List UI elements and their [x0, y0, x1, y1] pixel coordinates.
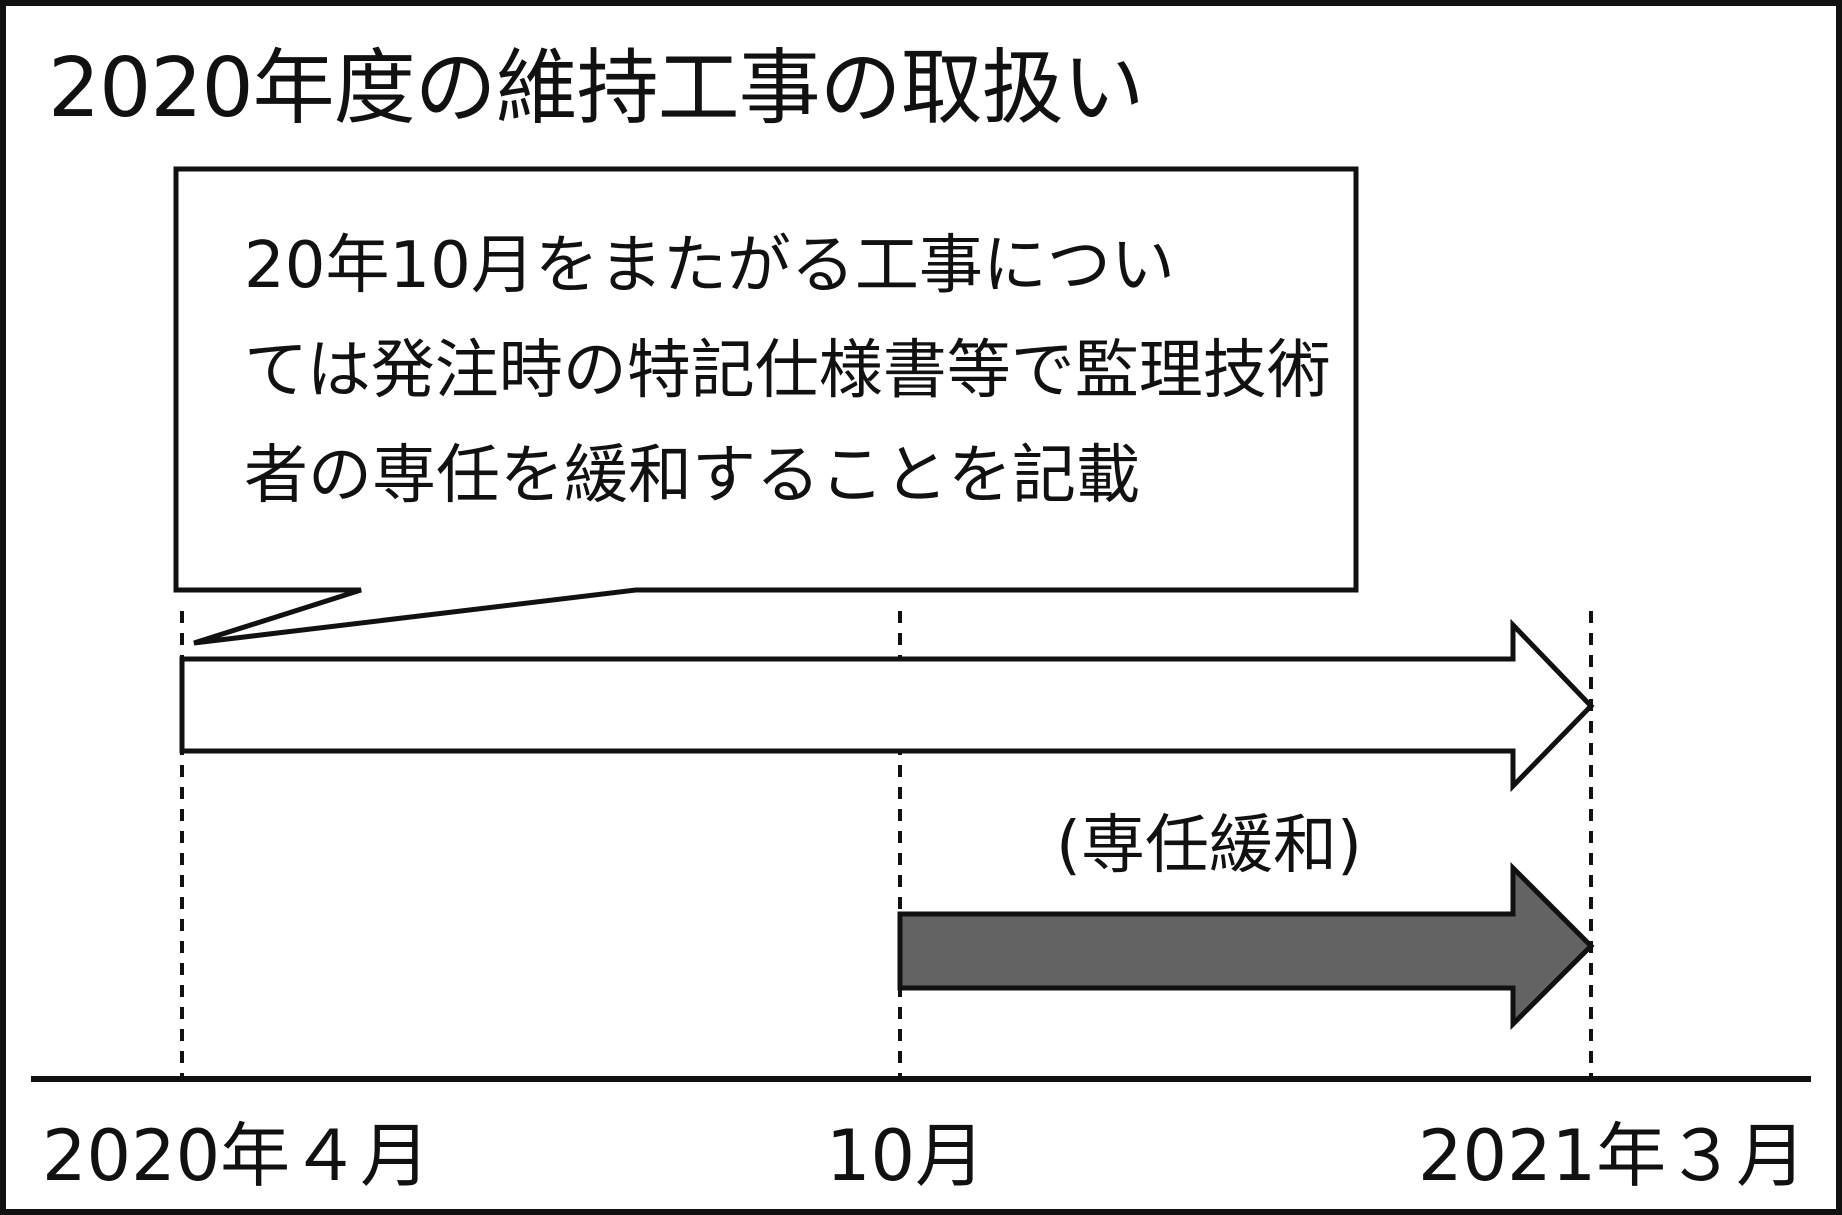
construction-period-arrow — [179, 618, 1595, 793]
callout-line-1: 20年10月をまたがる工事につい — [244, 229, 1175, 303]
timeline-diagram — [31, 166, 1811, 1082]
diagram-title: 2020年度の維持工事の取扱い — [48, 41, 1145, 136]
relief-label: (専任緩和) — [1056, 809, 1362, 883]
axis-label-end: 2021年３月 — [1418, 1115, 1807, 1197]
axis-label-start: 2020年４月 — [42, 1115, 431, 1197]
callout-line-3: 者の専任を緩和することを記載 — [244, 439, 1140, 513]
callout-text: 20年10月をまたがる工事につい ては発注時の特記仕様書等で監理技術 者の専任を… — [244, 214, 1364, 529]
axis-label-mid: 10月 — [826, 1115, 986, 1197]
callout-bubble — [173, 166, 1359, 646]
relief-period-arrow — [897, 861, 1595, 1031]
callout-line-2: ては発注時の特記仕様書等で監理技術 — [244, 334, 1331, 408]
